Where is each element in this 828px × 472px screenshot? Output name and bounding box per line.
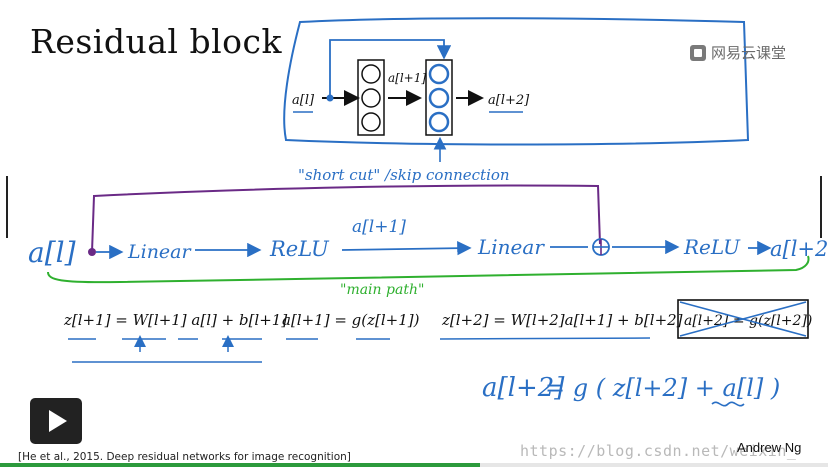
hw-a-l2: a[l+2] bbox=[770, 237, 828, 261]
final-eq-squiggle bbox=[711, 401, 745, 407]
skip-connection-path bbox=[91, 184, 601, 253]
equation-1: z[l+1] = W[l+1] a[l] + b[l+1] bbox=[63, 311, 287, 329]
main-path-label: "main path" bbox=[340, 282, 424, 298]
highlight-box bbox=[283, 17, 750, 146]
hw-a-l: a[l] bbox=[28, 236, 76, 269]
final-eq-rhs: = g ( z[l+2] + a[l] ) bbox=[545, 374, 780, 402]
hw-a-l1: a[l+1] bbox=[352, 217, 406, 237]
video-progress-fill bbox=[0, 463, 481, 467]
diagram-output-label: a[l+2] bbox=[488, 93, 530, 108]
shortcut-label: "short cut" /skip connection bbox=[298, 166, 510, 184]
brand-name: 网易云课堂 bbox=[711, 44, 787, 62]
url-watermark: https://blog.csdn.net/weixin_ bbox=[520, 442, 797, 460]
equation-annotations bbox=[68, 299, 809, 363]
diagram-mid-label: a[l+1] bbox=[388, 71, 426, 85]
hw-relu-2: ReLU bbox=[683, 235, 741, 259]
citation: [He et al., 2015. Deep residual networks… bbox=[18, 451, 351, 463]
right-edge-handle bbox=[820, 176, 822, 238]
play-button[interactable] bbox=[30, 398, 82, 444]
play-icon bbox=[49, 410, 67, 432]
author-credit: Andrew Ng bbox=[737, 440, 802, 455]
main-path-bracket bbox=[47, 255, 810, 284]
brand-watermark: 网易云课堂 bbox=[690, 42, 786, 63]
left-edge-handle bbox=[6, 176, 8, 238]
hidden-layer-1 bbox=[357, 59, 385, 136]
hw-linear-2: Linear bbox=[477, 235, 545, 259]
hidden-layer-2 bbox=[425, 59, 453, 136]
equation-3: z[l+2] = W[l+2]a[l+1] + b[l+2] bbox=[441, 311, 683, 329]
main-path-arrows bbox=[96, 238, 772, 260]
equation-2: a[l+1] = g(z[l+1]) bbox=[282, 311, 420, 329]
slide-title: Residual block bbox=[30, 22, 282, 61]
hw-relu-1: ReLU bbox=[269, 237, 330, 261]
hw-linear-1: Linear bbox=[127, 241, 193, 263]
brand-logo-icon bbox=[690, 44, 706, 61]
network-diagram bbox=[293, 39, 523, 162]
diagram-input-label: a[l] bbox=[292, 93, 315, 108]
video-progress-bar[interactable] bbox=[0, 463, 828, 467]
final-eq-lhs: a[l+2] bbox=[482, 373, 565, 403]
